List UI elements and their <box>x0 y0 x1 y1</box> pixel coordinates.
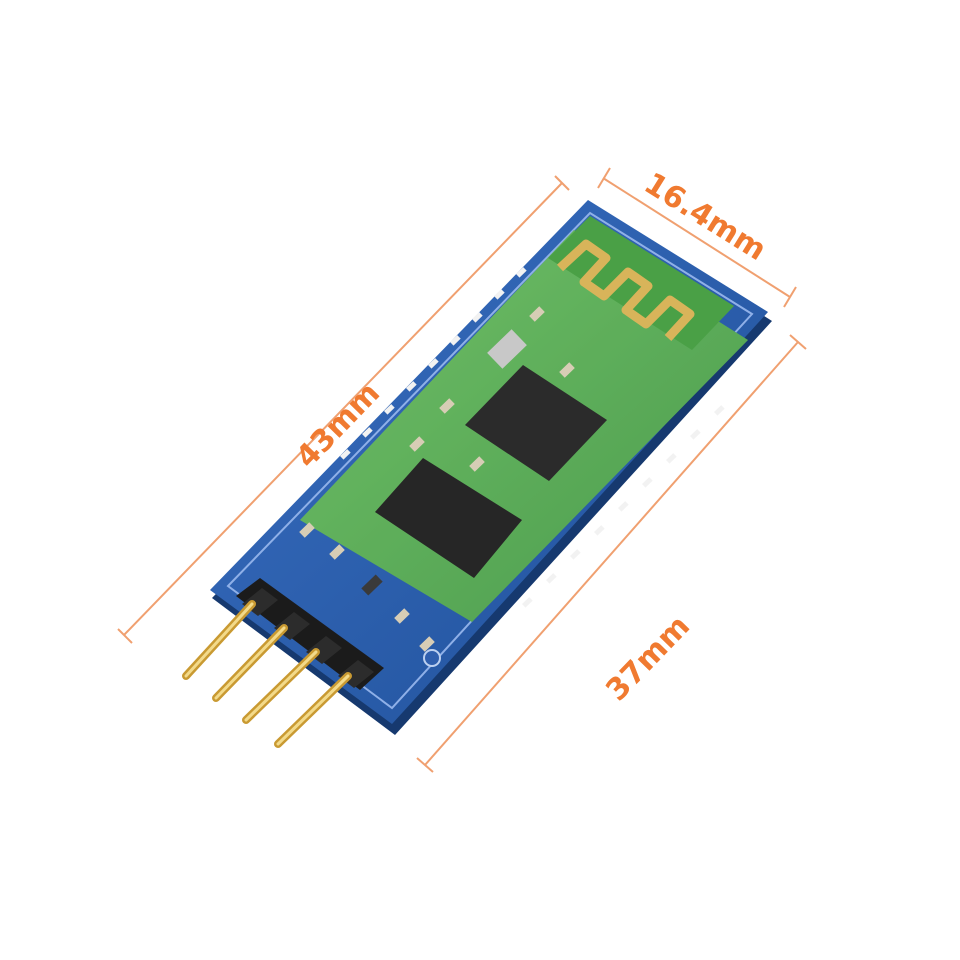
dim-line-37mm <box>424 341 799 766</box>
dim-tick-37mm-a <box>416 757 434 773</box>
dim-tick-16mm-a <box>597 167 611 189</box>
smd-components <box>299 306 575 652</box>
dim-line-16mm <box>602 177 791 298</box>
dim-tick-16mm-b <box>783 286 797 308</box>
header-housing <box>236 578 384 690</box>
dimension-lines <box>117 167 807 773</box>
dim-line-43mm <box>123 182 563 636</box>
mounting-hole <box>423 649 441 667</box>
header-pins <box>182 600 352 748</box>
antenna-trace <box>556 239 695 342</box>
dim-tick-43mm-b <box>554 175 570 191</box>
edge-pads <box>340 267 725 608</box>
dim-tick-37mm-b <box>789 334 807 350</box>
dimension-label-37mm: 37mm <box>599 609 697 708</box>
dim-tick-43mm-a <box>117 628 133 644</box>
crystal <box>487 329 527 369</box>
bluetooth-module <box>182 200 772 748</box>
main-chip <box>465 365 607 481</box>
flash-chip <box>375 458 522 578</box>
